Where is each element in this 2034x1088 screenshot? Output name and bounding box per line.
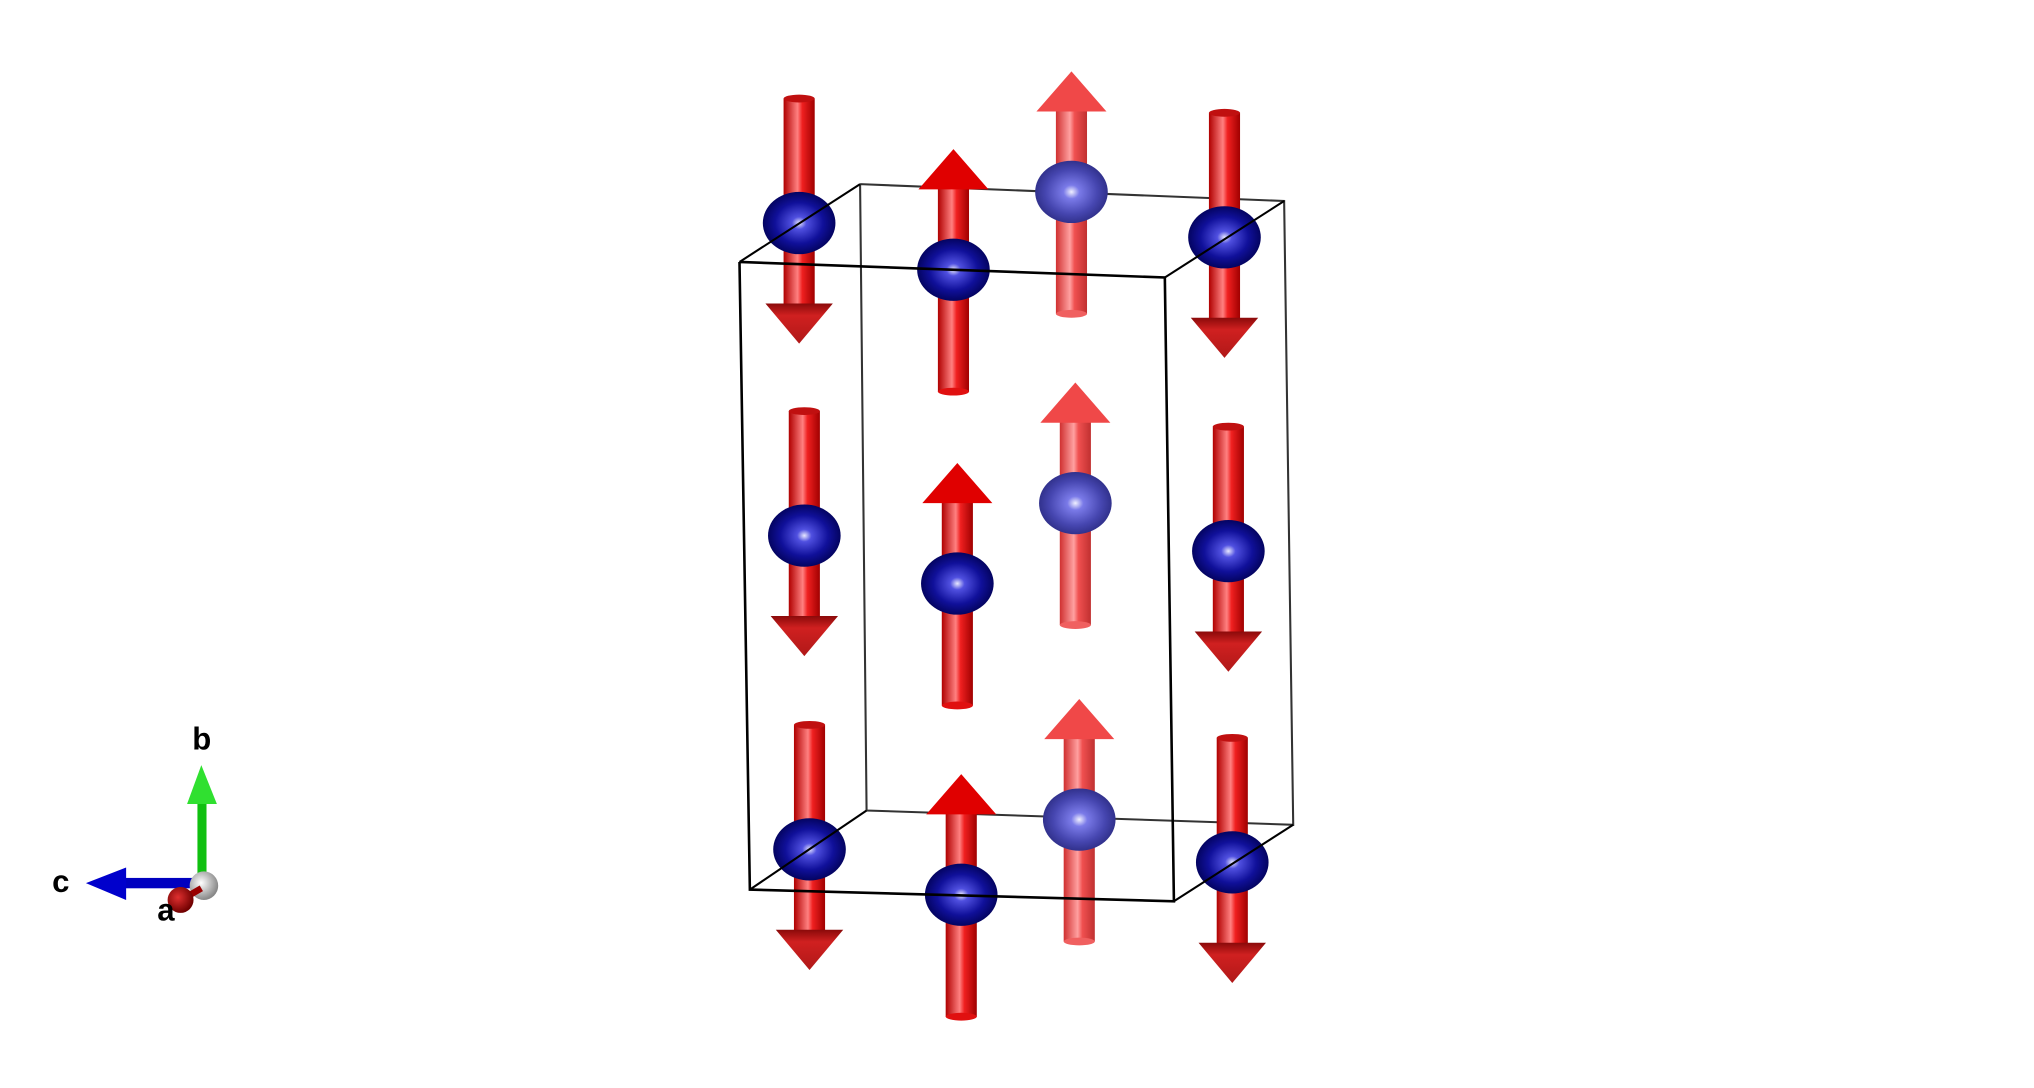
cell-back-face [859, 183, 1295, 826]
axis-indicator: b c a [52, 722, 219, 928]
atom-back[interactable] [1035, 160, 1108, 224]
atom-front[interactable] [1188, 206, 1261, 269]
a-axis-sphere [167, 886, 194, 913]
atom-back[interactable] [1039, 472, 1112, 535]
c-axis-label: c [52, 864, 69, 899]
atoms [762, 160, 1269, 926]
unit-cell-box [859, 183, 1295, 826]
atom-back[interactable] [1042, 788, 1116, 851]
a-axis-label: a [157, 893, 175, 928]
atom-front[interactable] [1195, 831, 1269, 894]
unit-cell-front [738, 183, 1294, 903]
spin-arrows [765, 71, 1266, 1021]
atom-front[interactable] [921, 552, 994, 615]
b-axis-shaft [197, 801, 207, 882]
b-axis-label: b [192, 722, 211, 757]
atom-front[interactable] [1192, 520, 1265, 583]
c-axis-arrowhead [85, 867, 127, 900]
atom-front[interactable] [768, 504, 841, 567]
b-axis-arrowhead [187, 765, 217, 805]
c-axis-shaft [123, 877, 202, 889]
